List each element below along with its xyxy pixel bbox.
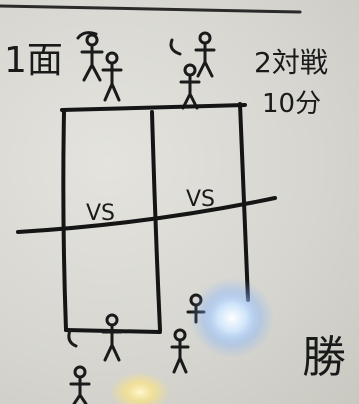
top-border-line <box>0 4 302 14</box>
light-glare-yellow <box>110 372 170 404</box>
right-label-line1: 2対戦 <box>254 46 328 79</box>
bottom-right-kanji: 勝 <box>302 332 346 383</box>
right-label-line2: 10分 <box>262 89 321 119</box>
stick-figures-top-left <box>76 31 123 102</box>
stick-figures-bottom-left <box>67 313 123 404</box>
left-label: 1面 <box>4 40 63 81</box>
vs-right: VS <box>186 187 215 212</box>
stick-figures-top-middle <box>169 31 216 110</box>
vs-left: VS <box>86 201 115 226</box>
light-glare-blue <box>190 278 274 358</box>
